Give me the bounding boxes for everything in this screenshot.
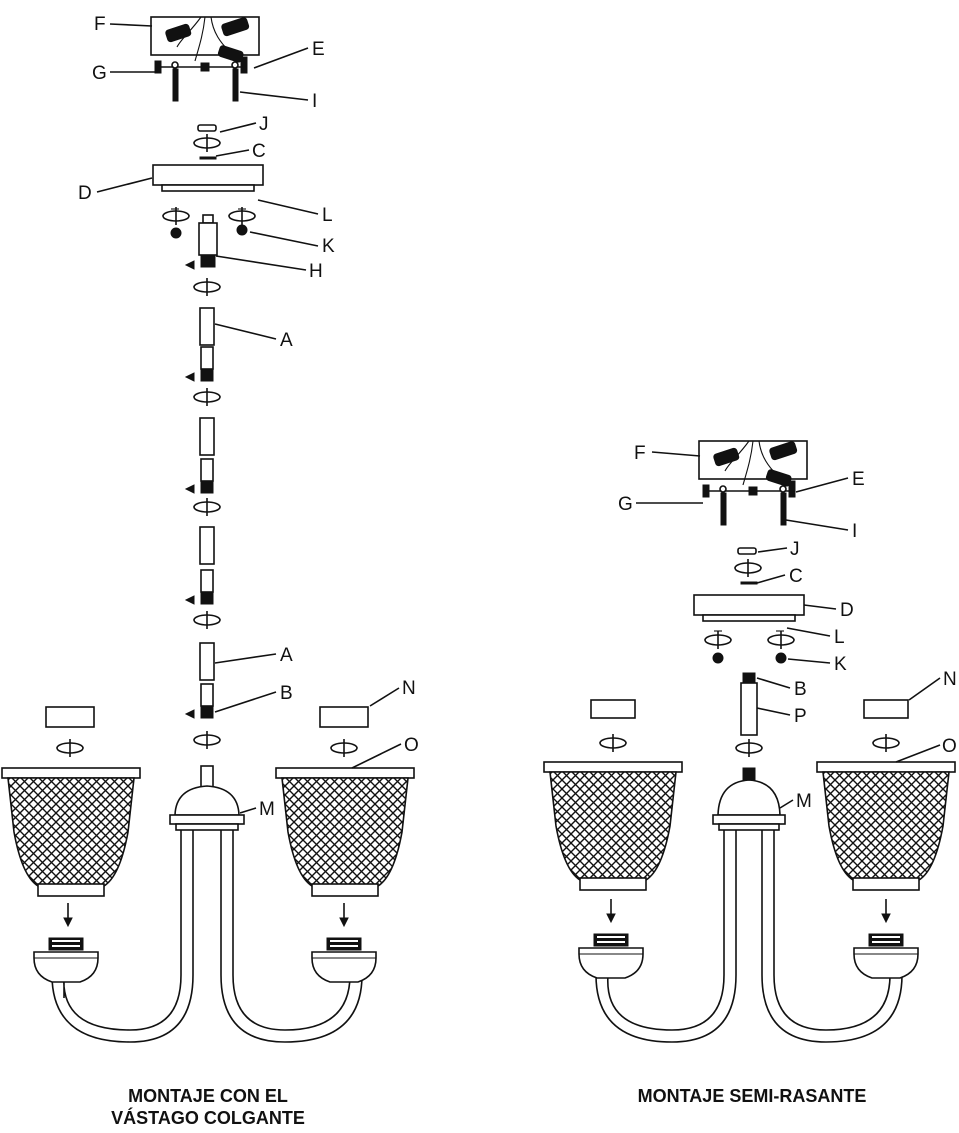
- socket-left-b: [311, 937, 377, 983]
- label-E: E: [312, 39, 325, 60]
- shade-caps-right: [590, 699, 909, 753]
- label-M: M: [259, 799, 275, 820]
- label-O: O: [404, 735, 419, 756]
- canopy-screws-right: [704, 630, 795, 664]
- label-O-right: O: [942, 736, 957, 757]
- hanger-loop-left: [184, 214, 221, 297]
- shade-right-b: [816, 761, 956, 891]
- label-A-upper: A: [280, 330, 293, 351]
- label-N-right: N: [943, 669, 957, 690]
- label-J: J: [259, 114, 269, 135]
- junction-box-right: [698, 440, 808, 526]
- socket-right-a: [578, 933, 644, 979]
- label-M-right: M: [796, 791, 812, 812]
- leader-lines-left: [96, 23, 402, 814]
- canopy-screws-left: [162, 206, 256, 239]
- label-D: D: [78, 183, 92, 204]
- label-L-right: L: [834, 627, 845, 648]
- label-E-right: E: [852, 469, 865, 490]
- junction-box-left: [150, 16, 260, 102]
- part-labels-right: F E G I J C D L K B P N O M: [618, 443, 957, 812]
- label-F: F: [94, 14, 106, 35]
- label-D-right: D: [840, 600, 854, 621]
- shade-left-b: [275, 767, 415, 897]
- label-L: L: [322, 205, 333, 226]
- crossbar-screw-nut-left: [193, 124, 221, 160]
- left-assembly: F E G I J C D L K H A A B N O M MONTAJE …: [1, 14, 419, 1128]
- arrows-left: [63, 903, 349, 928]
- label-G: G: [92, 63, 107, 84]
- right-assembly: F E G I J C D L K B P N O M MONTAJE SEMI…: [543, 440, 957, 1106]
- part-labels-left: F E G I J C D L K H A A B N O M: [78, 14, 419, 820]
- label-P-right: P: [794, 706, 807, 727]
- label-C-right: C: [789, 566, 803, 587]
- crossbar-screw-nut-right: [734, 547, 762, 585]
- canopy-left: [152, 164, 264, 186]
- label-G-right: G: [618, 494, 633, 515]
- label-H: H: [309, 261, 323, 282]
- shade-left-a: [1, 767, 141, 897]
- socket-left-a: [33, 937, 99, 983]
- canopy-right: [693, 594, 805, 616]
- stem-pipes-left: [184, 307, 221, 750]
- label-C: C: [252, 141, 266, 162]
- label-B-right: B: [794, 679, 807, 700]
- label-I-right: I: [852, 521, 857, 542]
- leader-lines-right: [636, 451, 941, 809]
- shade-caps-left: [45, 706, 369, 758]
- label-N: N: [402, 678, 416, 699]
- label-I: I: [312, 91, 317, 112]
- fixture-body-left: [51, 765, 363, 1043]
- label-K-right: K: [834, 654, 847, 675]
- title-left-line2: VÁSTAGO COLGANTE: [111, 1107, 305, 1128]
- fixture-body-right: [595, 767, 903, 1043]
- short-stem-right: [735, 672, 763, 758]
- shade-right-a: [543, 761, 683, 891]
- label-K: K: [322, 236, 335, 257]
- socket-right-b: [853, 933, 919, 979]
- title-left-line1: MONTAJE CON EL: [128, 1086, 288, 1106]
- label-B: B: [280, 683, 293, 704]
- title-right: MONTAJE SEMI-RASANTE: [638, 1086, 867, 1106]
- label-J-right: J: [790, 539, 800, 560]
- arrows-right: [606, 899, 891, 924]
- label-A-lower: A: [280, 645, 293, 666]
- label-F-right: F: [634, 443, 646, 464]
